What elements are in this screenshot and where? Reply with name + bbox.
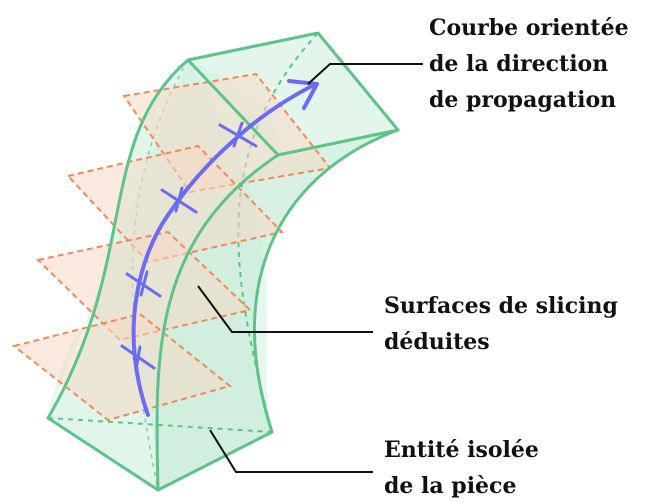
part-hidden-edge-2 xyxy=(47,417,273,433)
curve-label-line-2: de la direction xyxy=(429,51,608,77)
curve-arrow-head xyxy=(287,79,319,110)
leader-surfaces xyxy=(197,285,373,333)
intersection-mark-4 xyxy=(218,121,258,148)
part-top-face xyxy=(188,33,398,155)
part-edge-bottom xyxy=(46,416,274,492)
intersection-mark-2 xyxy=(125,270,162,298)
propagation-curve-group xyxy=(120,79,319,417)
part-visible-edges xyxy=(46,31,400,492)
entity-label-line-2: de la pièce xyxy=(384,473,516,499)
slicing-surfaces xyxy=(11,72,332,422)
part-edge-front-inner xyxy=(155,153,280,492)
slicing-surface-4 xyxy=(11,312,233,422)
leader-lines xyxy=(197,63,423,473)
propagation-curve xyxy=(131,82,318,417)
entity-label-line-1: Entité isolée xyxy=(384,437,539,463)
curve-label-line-3: de propagation xyxy=(429,87,616,113)
leader-curve xyxy=(307,63,423,85)
surfaces-label-line-2: déduites xyxy=(384,329,490,355)
intersection-mark-1 xyxy=(120,344,156,371)
part-edge-front-outer xyxy=(252,128,400,434)
intersection-mark-3 xyxy=(160,186,198,214)
surfaces-label-line-1: Surfaces de slicing xyxy=(384,293,618,319)
labels: Courbe orientée de la direction de propa… xyxy=(384,15,629,499)
part-edge-left-outer xyxy=(46,58,190,420)
leader-entity xyxy=(209,429,373,473)
curve-label-line-1: Courbe orientée xyxy=(429,15,629,41)
